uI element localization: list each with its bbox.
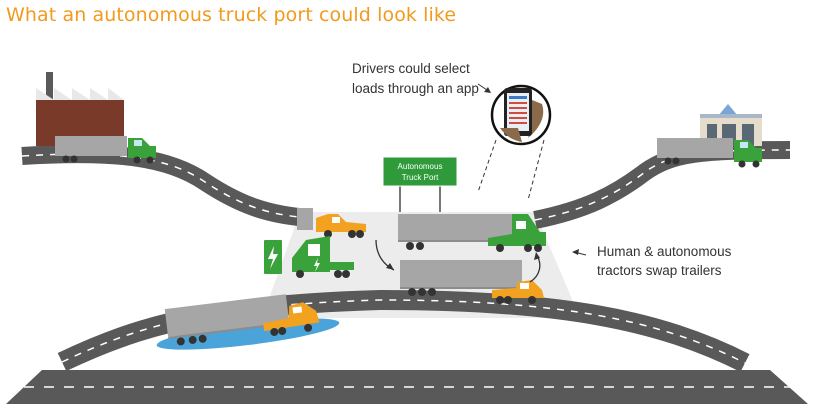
- left-hill-road: [21, 145, 311, 227]
- trailer-with-autonomous-tractor: [398, 214, 546, 252]
- sign-line-2: Truck Port: [402, 173, 439, 182]
- truck-store-autonomous: [657, 138, 762, 168]
- tractor-human-2: [492, 280, 544, 304]
- highway-overpass: [57, 289, 750, 372]
- swap-arrow-right-head: [534, 252, 540, 260]
- autonomous-truck-port-sign: Autonomous Truck Port: [382, 156, 458, 212]
- tractor-human-1: [316, 214, 366, 238]
- truck-highway-autonomous: [164, 294, 320, 346]
- factory-icon: [36, 72, 124, 146]
- trailer-middle: [400, 260, 522, 296]
- swap-callout-line-1: Human & autonomous: [597, 244, 732, 259]
- app-callout-line-1: Drivers could select: [352, 61, 470, 76]
- trailer-stub: [297, 208, 313, 230]
- smartphone-icon: [477, 84, 552, 201]
- app-callout-line-2: loads through an app: [352, 81, 479, 96]
- page-title: What an autonomous truck port could look…: [6, 4, 457, 26]
- charging-station-icon: [264, 240, 282, 274]
- truck-factory-autonomous: [55, 136, 156, 164]
- lightning-icon: [268, 246, 278, 269]
- bottom-highway: [6, 370, 808, 404]
- sign-line-1: Autonomous: [398, 162, 443, 171]
- swap-arrow-left-head: [386, 263, 394, 270]
- lightning-icon: [314, 258, 320, 272]
- tractor-autonomous-charging: [292, 236, 354, 278]
- swap-callout-line-2: tractors swap trailers: [597, 263, 722, 278]
